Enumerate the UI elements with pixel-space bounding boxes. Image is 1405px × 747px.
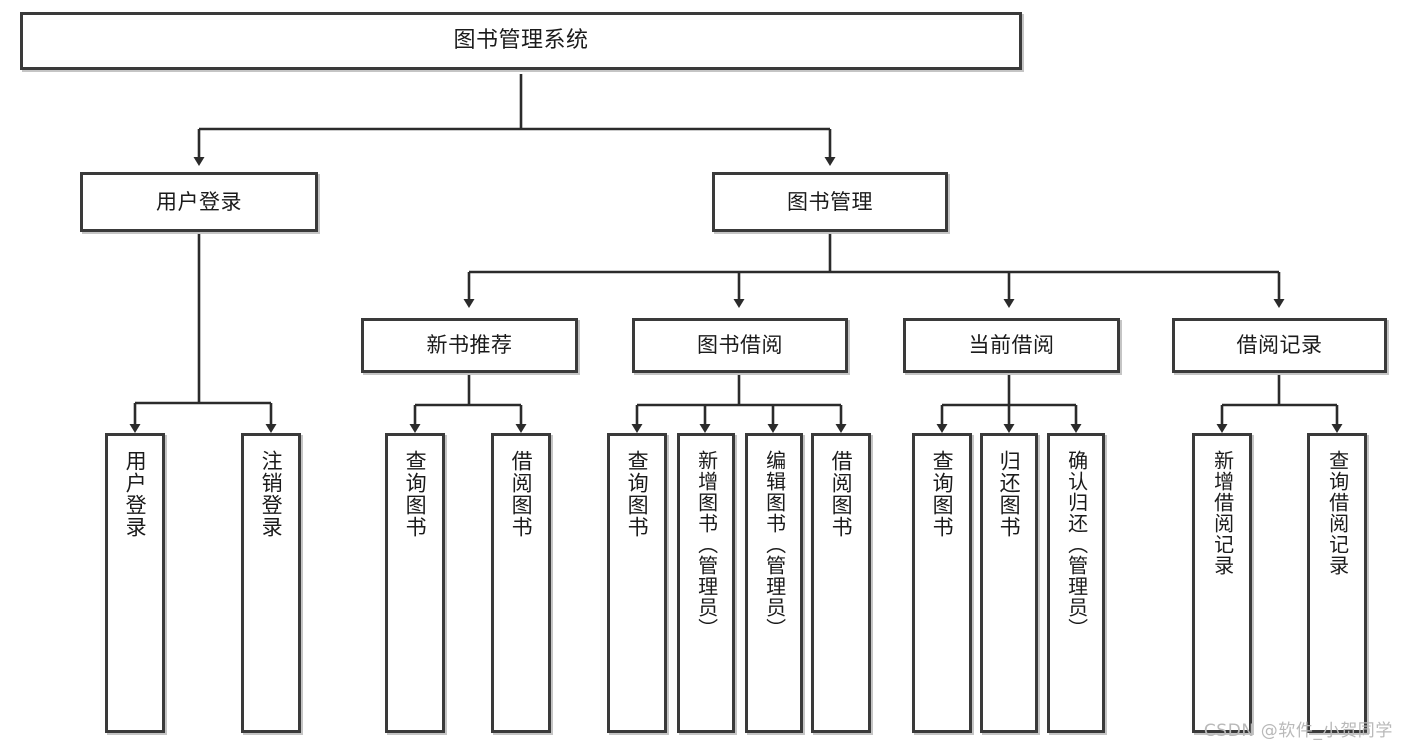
node-new-book-rec[interactable]: 新书推荐	[361, 318, 578, 373]
node-leaf-query-book-3[interactable]: 查询图书	[912, 433, 972, 733]
node-leaf-return-book[interactable]: 归还图书	[980, 433, 1038, 733]
node-label: 借阅图书	[829, 450, 854, 538]
node-label: 查询借阅记录	[1325, 450, 1350, 576]
node-label: 确认归还（管理员）	[1064, 450, 1089, 639]
node-label: 图书借阅	[697, 333, 783, 358]
node-leaf-add-book[interactable]: 新增图书（管理员）	[677, 433, 735, 733]
node-label: 用户登录	[123, 450, 148, 538]
node-label: 新增借阅记录	[1210, 450, 1235, 576]
node-leaf-edit-book[interactable]: 编辑图书（管理员）	[745, 433, 803, 733]
node-label: 查询图书	[625, 450, 650, 538]
node-label: 图书管理	[787, 189, 873, 214]
node-label: 查询图书	[930, 450, 955, 538]
node-leaf-borrow-book-1[interactable]: 借阅图书	[491, 433, 551, 733]
node-leaf-borrow-book-2[interactable]: 借阅图书	[811, 433, 871, 733]
node-leaf-logout[interactable]: 注销登录	[241, 433, 301, 733]
node-current-borrow[interactable]: 当前借阅	[903, 318, 1120, 373]
node-label: 用户登录	[156, 189, 242, 214]
node-leaf-query-record[interactable]: 查询借阅记录	[1307, 433, 1367, 733]
node-leaf-confirm-return[interactable]: 确认归还（管理员）	[1047, 433, 1105, 733]
node-label: 编辑图书（管理员）	[762, 450, 787, 639]
node-label: 归还图书	[997, 450, 1022, 538]
node-book-manage[interactable]: 图书管理	[712, 172, 948, 232]
node-borrow-record[interactable]: 借阅记录	[1172, 318, 1387, 373]
watermark-text: CSDN @软件_小贺同学	[1203, 721, 1393, 741]
node-leaf-user-login[interactable]: 用户登录	[105, 433, 165, 733]
node-root-system[interactable]: 图书管理系统	[20, 12, 1022, 70]
node-label: 借阅记录	[1236, 333, 1323, 358]
node-label: 当前借阅	[968, 333, 1055, 358]
node-label: 新增图书（管理员）	[694, 450, 719, 639]
node-leaf-query-book-2[interactable]: 查询图书	[607, 433, 667, 733]
node-label: 查询图书	[403, 450, 428, 538]
node-label: 注销登录	[259, 450, 284, 538]
node-label: 借阅图书	[509, 450, 534, 538]
node-book-borrow[interactable]: 图书借阅	[632, 318, 848, 373]
node-leaf-add-record[interactable]: 新增借阅记录	[1192, 433, 1252, 733]
node-label: 新书推荐	[426, 333, 513, 358]
node-label: 图书管理系统	[453, 28, 589, 54]
node-leaf-query-book-1[interactable]: 查询图书	[385, 433, 445, 733]
node-user-login[interactable]: 用户登录	[80, 172, 318, 232]
